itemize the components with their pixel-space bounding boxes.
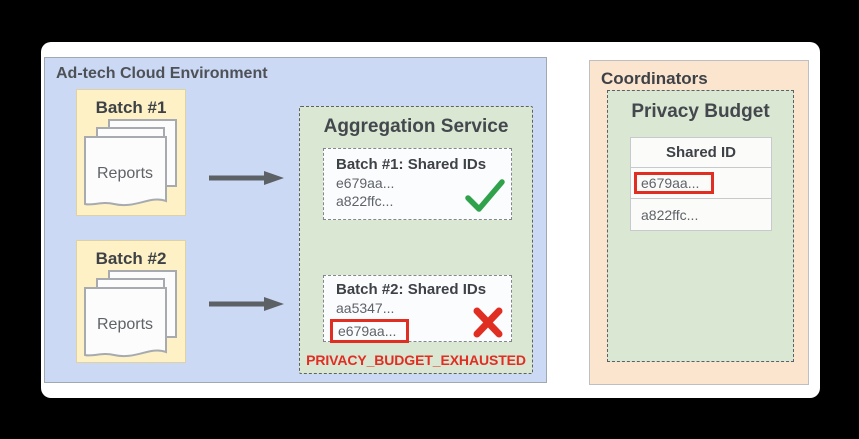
shared-id-value: aa5347... [336, 300, 395, 316]
reports-label: Reports [97, 316, 153, 333]
batch-1-box: Batch #1 Reports [76, 89, 186, 216]
privacy-budget-exhausted-label: PRIVACY_BUDGET_EXHAUSTED [306, 352, 526, 368]
batch-2-shared-ids-box: Batch #2: Shared IDs aa5347... e679aa... [323, 275, 512, 343]
privacy-budget-title: Privacy Budget [631, 101, 770, 122]
aggregation-service-title: Aggregation Service [323, 116, 509, 137]
shared-id-value: e679aa... [336, 175, 395, 191]
flow-arrow-icon [209, 297, 284, 311]
aggregation-service-box: Aggregation Service Batch #1: Shared IDs… [299, 106, 533, 374]
shared-id-value: a822ffc... [336, 193, 394, 209]
batch-1-shared-ids-box: Batch #1: Shared IDs e679aa... a822ffc..… [323, 148, 512, 220]
shared-id-value-flagged: e679aa... [330, 317, 511, 343]
shared-id-table-header: Shared ID [631, 138, 771, 168]
batch-2-shared-ids-title: Batch #2: Shared IDs [336, 281, 487, 298]
coordinators-title: Coordinators [601, 69, 708, 88]
batch-1-shared-ids-title: Batch #1: Shared IDs [336, 156, 487, 173]
failure-x-icon [473, 307, 503, 338]
batch-2-box: Batch #2 Reports [76, 240, 186, 363]
coordinators-box: Coordinators Privacy Budget Shared ID e6… [589, 60, 809, 385]
diagram-card: Ad-tech Cloud Environment Batch #1 Repor… [41, 42, 820, 398]
success-checkmark-icon [465, 179, 505, 212]
privacy-budget-box: Privacy Budget Shared ID e679aa... a822f… [607, 90, 794, 362]
batch-2-label: Batch #2 [95, 249, 167, 268]
exhausted-id-highlight: e679aa... [634, 172, 715, 194]
reports-stack-icon: Reports [84, 119, 177, 207]
batch-1-label: Batch #1 [95, 98, 167, 117]
table-row-flagged: e679aa... [631, 168, 771, 199]
table-row: a822ffc... [641, 206, 699, 223]
reports-label: Reports [97, 165, 153, 182]
shared-id-table: Shared ID e679aa... a822ffc... [630, 137, 772, 231]
adtech-cloud-environment-box: Ad-tech Cloud Environment Batch #1 Repor… [44, 57, 547, 383]
duplicate-id-highlight: e679aa... [330, 319, 410, 343]
adtech-environment-title: Ad-tech Cloud Environment [56, 65, 268, 82]
flow-arrow-icon [209, 171, 284, 185]
reports-stack-icon: Reports [84, 270, 177, 358]
